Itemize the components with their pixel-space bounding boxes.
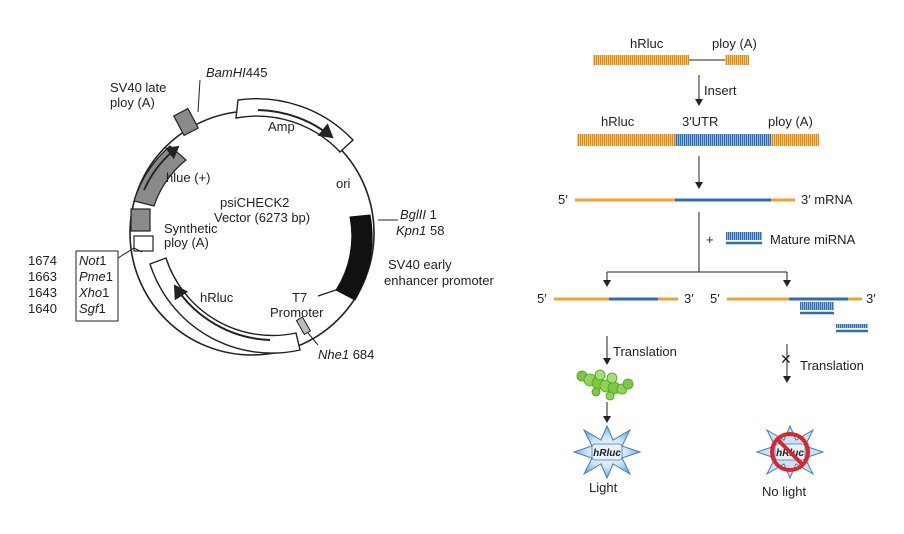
plasmid-map: BamHI445 SV40 late ploy (A) Amp ori hlue… (28, 65, 495, 362)
synthetic-label-1: Synthetic (164, 221, 218, 236)
light-badge-icon: hRluc (572, 424, 642, 480)
translation-label: Translation (613, 344, 677, 359)
site-number: 1643 (28, 285, 57, 300)
site-name: Pme1 (79, 269, 113, 284)
row2-polya-dna (771, 134, 819, 146)
amp-label: Amp (268, 119, 295, 134)
ori-label: ori (336, 176, 351, 191)
luciferase-protein-icon (576, 369, 634, 401)
hluc-label: hlue (+) (166, 170, 210, 185)
no-light-label: No light (762, 484, 806, 499)
site-number: 1663 (28, 269, 57, 284)
light-badge-text: hRluc (593, 448, 621, 459)
synthetic-polya-box (133, 235, 154, 252)
site-number: 1640 (28, 301, 57, 316)
restriction-sites-list: 1674 Not1 1663 Pme1 1643 Xho1 1640 Sgf1 (28, 253, 113, 316)
row1-hrluc-label: hRluc (630, 36, 664, 51)
mature-mirna-label: Mature miRNA (770, 232, 856, 247)
plasmid-name: psiCHECK2 (220, 195, 289, 210)
mrna-3-label: 3′ mRNA (801, 192, 853, 207)
bamhi-leader (197, 79, 201, 113)
left-5-label: 5′ (537, 291, 547, 306)
no-light-badge-icon: hRluc (755, 424, 825, 480)
row2-hrluc-dna (577, 134, 675, 146)
hluc-direction-arrow (143, 145, 180, 191)
promoter-box-left (130, 208, 151, 232)
bound-mirna-duplex (800, 302, 834, 310)
hrluc-label: hRluc (200, 290, 234, 305)
nhei-label: Nhe1 684 (318, 347, 374, 362)
row2-utr-label: 3′UTR (682, 114, 718, 129)
mature-mirna-duplex (726, 232, 762, 240)
mirna-pathway: hRluc ploy (A) Insert hRluc 3′UTR ploy (… (537, 36, 876, 499)
light-label: Light (589, 480, 618, 495)
blocked-translation-label: Translation (800, 358, 864, 373)
kpni-label: Kpn1 58 (396, 223, 444, 238)
sv40-late-polya-box (172, 107, 200, 137)
released-mirna-duplex (836, 324, 868, 328)
right-3-label: 3′ (866, 291, 876, 306)
sv40-late-label-2: ploy (A) (110, 95, 155, 110)
site-name: Xho1 (78, 285, 109, 300)
row1-polya-label: ploy (A) (712, 36, 757, 51)
hrluc-gene-segment (149, 257, 301, 354)
right-5-label: 5′ (710, 291, 720, 306)
insert-label: Insert (704, 83, 737, 98)
plasmid-size: Vector (6273 bp) (214, 210, 310, 225)
left-3-label: 3′ (684, 291, 694, 306)
amp-gene-segment (235, 97, 354, 153)
synthetic-label-2: ploy (A) (164, 235, 209, 250)
hrluc-direction-arrow (173, 284, 271, 341)
restriction-sites-box (75, 250, 119, 322)
bamhi-label: BamHI445 (206, 65, 267, 80)
bglii-label: BglII 1 (400, 207, 437, 222)
nhei-leader (307, 332, 319, 346)
t7-label-2: Promoter (270, 305, 324, 320)
sv40-late-label-1: SV40 late (110, 80, 166, 95)
row2-utr-dna (675, 134, 771, 146)
amp-direction-arrow (257, 109, 334, 139)
sv40-early-label-2: enhancer promoter (384, 273, 495, 288)
site-name: Sgf1 (79, 301, 106, 316)
row2-polya-label: ploy (A) (768, 114, 813, 129)
mrna-5-label: 5′ (558, 192, 568, 207)
sites-leader (117, 247, 143, 259)
sv40-early-promoter-segment (335, 214, 373, 301)
plus-sign: + (706, 232, 714, 247)
row2-hrluc-label: hRluc (601, 114, 635, 129)
t7-label-1: T7 (292, 290, 307, 305)
row1-polya-dna (725, 55, 749, 65)
sv40-early-label-1: SV40 early (388, 257, 452, 272)
t7-promoter-box (295, 316, 312, 336)
site-name: Not1 (79, 253, 106, 268)
sv40-early-connector (317, 289, 337, 297)
site-number: 1674 (28, 253, 57, 268)
block-x-icon: ✕ (780, 351, 792, 367)
row1-hrluc-dna (593, 55, 689, 65)
